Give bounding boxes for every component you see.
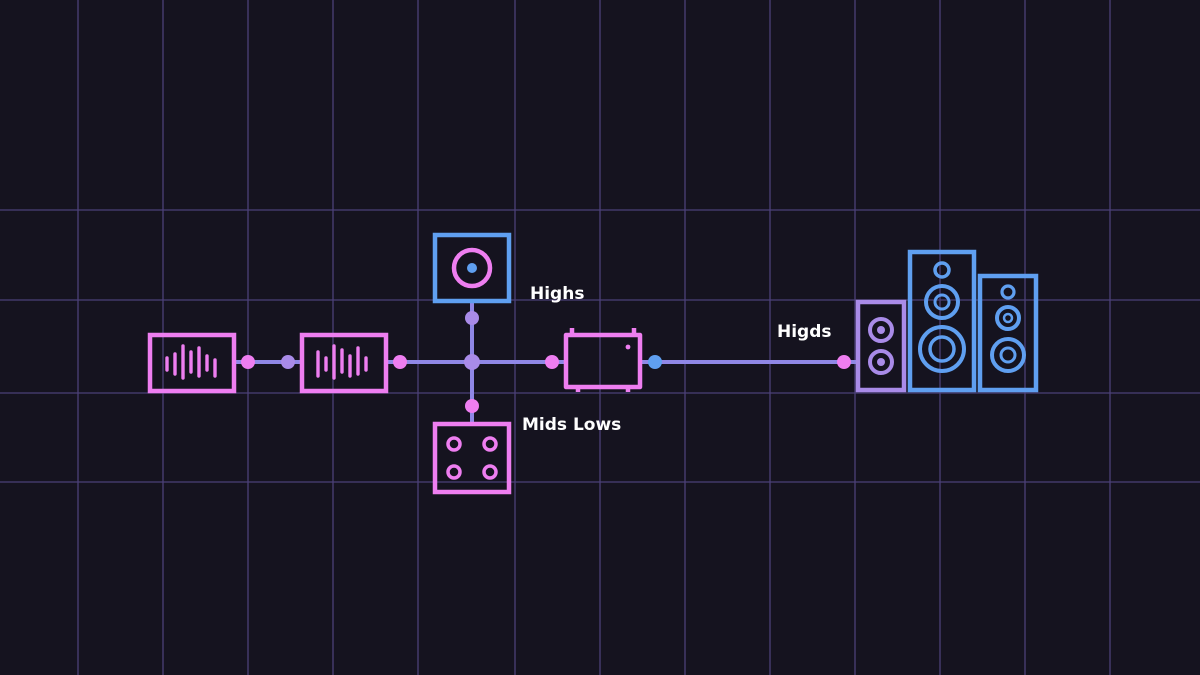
node-eq-out[interactable]: [393, 355, 407, 369]
speaker-icon: [855, 299, 907, 393]
tweeter-icon: [451, 247, 493, 289]
speaker-stack[interactable]: [855, 249, 1039, 393]
node-junction[interactable]: [464, 354, 480, 370]
mids-lows-label: Mids Lows: [522, 415, 621, 435]
speaker-small[interactable]: [855, 299, 907, 393]
four-knob-icon: [446, 436, 498, 480]
waveform-source-module-1[interactable]: [147, 332, 237, 394]
node-highs-in[interactable]: [465, 311, 479, 325]
mids-lows-driver-module[interactable]: [432, 421, 512, 495]
speaker-icon: [907, 249, 977, 393]
waveform-icon: [165, 344, 217, 380]
higds-label: Higds: [777, 322, 832, 342]
node-speakers-in[interactable]: [837, 355, 851, 369]
waveform-icon: [316, 344, 368, 380]
waveform-source-module-2[interactable]: [299, 332, 389, 394]
speaker-large[interactable]: [907, 249, 977, 393]
highs-driver-module[interactable]: [432, 232, 512, 304]
node-mids-lows-in[interactable]: [465, 399, 479, 413]
highs-label: Highs: [530, 284, 584, 304]
connection-nodes: [241, 311, 851, 413]
speaker-medium[interactable]: [977, 273, 1039, 393]
node-eq-in[interactable]: [281, 355, 295, 369]
crossover-module[interactable]: [563, 328, 643, 392]
speaker-icon: [977, 273, 1039, 393]
node-source-out[interactable]: [241, 355, 255, 369]
amplifier-icon: [563, 328, 643, 392]
node-crossover-out[interactable]: [648, 355, 662, 369]
node-crossover-in[interactable]: [545, 355, 559, 369]
